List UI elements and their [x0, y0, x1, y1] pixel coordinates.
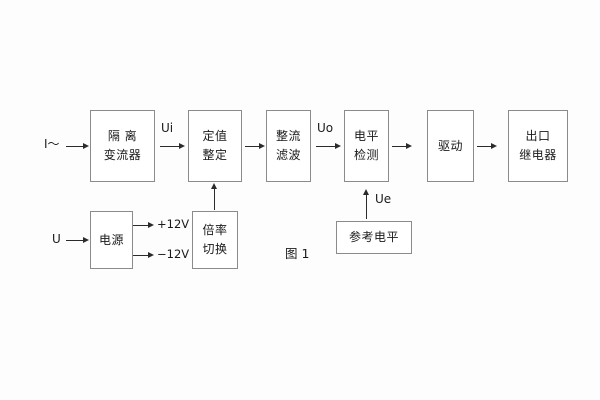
rail-negative-label: −12V	[157, 247, 190, 261]
input-current-arrowhead	[83, 142, 89, 149]
current-input-label: I～	[44, 137, 60, 151]
block-rectify-filter[interactable]: 整流 滤波	[266, 110, 311, 182]
uo-arrowhead	[335, 142, 341, 149]
block-level-detect-line1: 电平	[353, 129, 379, 144]
block-isolation-transformer[interactable]: 隔 离 变流器	[90, 110, 155, 182]
rail-negative-line	[133, 255, 149, 256]
block-drive[interactable]: 驱动	[427, 110, 474, 182]
block-reference-level-line1: 参考电平	[348, 230, 399, 245]
uo-line	[316, 146, 336, 147]
reference-to-level-line	[366, 194, 367, 219]
multiplier-to-setting-arrowhead	[210, 183, 217, 189]
block-multiplier-switch-line2: 切换	[202, 242, 228, 256]
level-to-drive-arrowhead	[406, 142, 412, 149]
ui-line	[160, 146, 180, 147]
input-voltage-arrowhead	[83, 236, 89, 243]
block-isolation-transformer-line1: 隔 离	[107, 129, 138, 144]
figure-caption: 图 1	[285, 246, 310, 261]
block-rectify-filter-line1: 整流	[275, 129, 301, 144]
block-level-detect-line2: 检测	[353, 148, 379, 162]
reference-to-level-arrowhead	[362, 189, 369, 195]
block-multiplier-switch-line1: 倍率	[202, 223, 228, 238]
rail-negative-arrowhead	[148, 251, 154, 258]
rail-positive-arrowhead	[148, 221, 154, 228]
input-voltage-line	[66, 240, 84, 241]
block-output-relay-line2: 继电器	[519, 148, 557, 162]
block-power-supply-line1: 电源	[98, 232, 124, 247]
block-output-relay[interactable]: 出口 继电器	[508, 110, 568, 182]
setting-to-rectify-line	[245, 146, 260, 147]
signal-ue-label: Ue	[375, 192, 392, 206]
block-setting-adjust-line2: 整定	[202, 148, 228, 162]
input-current-line	[66, 146, 84, 147]
rail-positive-line	[133, 225, 149, 226]
block-reference-level[interactable]: 参考电平	[336, 221, 412, 254]
setting-to-rectify-arrowhead	[259, 142, 265, 149]
block-multiplier-switch[interactable]: 倍率 切换	[192, 211, 238, 269]
block-isolation-transformer-line2: 变流器	[103, 148, 142, 162]
drive-to-output-line	[477, 146, 492, 147]
multiplier-to-setting-line	[214, 188, 215, 210]
block-setting-adjust-line1: 定值	[202, 129, 228, 144]
block-level-detect[interactable]: 电平 检测	[344, 110, 389, 182]
block-output-relay-line1: 出口	[525, 129, 551, 144]
rail-positive-label: +12V	[157, 217, 190, 231]
ui-arrowhead	[179, 142, 185, 149]
level-to-drive-line	[392, 146, 407, 147]
block-power-supply[interactable]: 电源	[90, 211, 133, 269]
block-drive-line1: 驱动	[437, 138, 463, 153]
drive-to-output-arrowhead	[491, 142, 497, 149]
signal-ui-label: Ui	[161, 121, 174, 135]
voltage-input-label: U	[52, 232, 61, 246]
block-setting-adjust[interactable]: 定值 整定	[188, 110, 242, 182]
block-rectify-filter-line2: 滤波	[275, 148, 301, 162]
signal-uo-label: Uo	[317, 121, 334, 135]
